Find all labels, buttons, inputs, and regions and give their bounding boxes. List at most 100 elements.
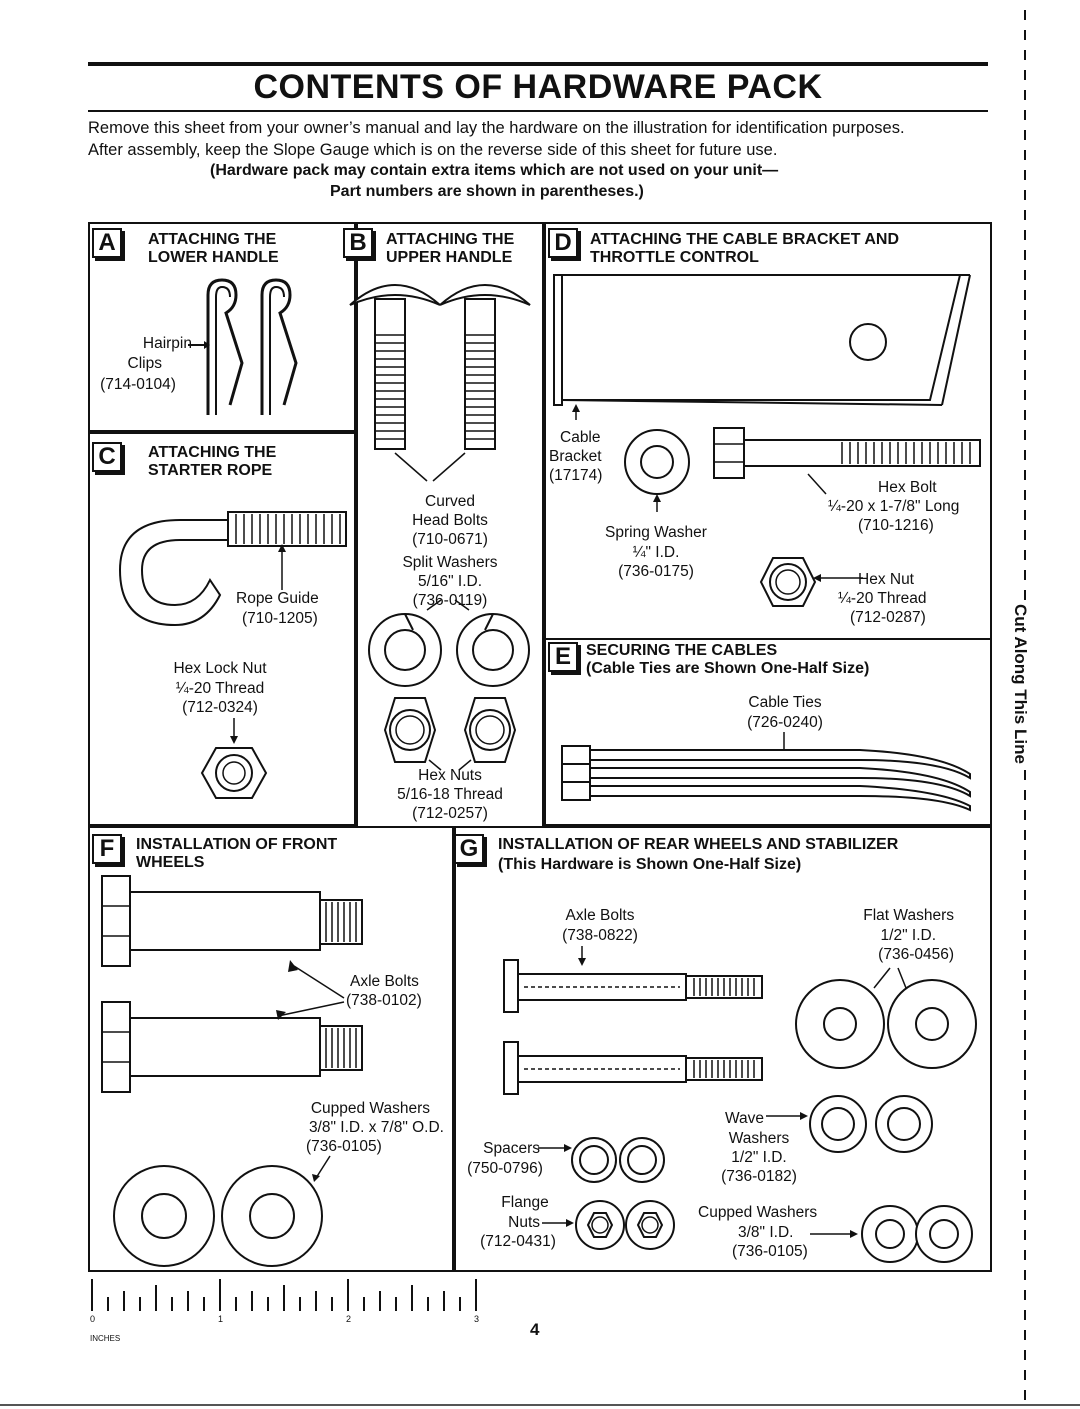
ruler-mark-1: 1 [218,1314,224,1324]
rear-cupped-washer-part-number: (736-0105) [732,1243,808,1260]
cable-ties-label: Cable Ties [748,694,822,711]
hex-nut-label: Hex Nuts [418,767,482,784]
cupped-washer-label-2: 3/8" I.D. x 7/8" O.D. [308,1119,444,1136]
cable-bracket-illustration [553,274,971,420]
cable-ties-part-number: (726-0240) [747,714,823,731]
section-f [88,826,454,1272]
curved-head-bolts-illustration [349,284,531,482]
front-axle-bolt-label: Axle Bolts [350,973,419,990]
ruler-mark-3: 3 [474,1314,480,1324]
split-washer-part-number: (736-0119) [412,592,488,609]
rear-axle-bolt-part-number: (738-0822) [562,927,638,944]
section-e-heading: SECURING THE CABLES [586,642,778,659]
hairpin-label: Hairpin [142,335,192,352]
intro-note-1: (Hardware pack may contain extra items w… [210,162,779,179]
section-f-letter: F [92,834,122,864]
hex-nut-d-label: Hex Nut [858,571,914,588]
hex-bolt-label-2: ¼-20 x 1-7/8" Long [828,498,960,515]
hex-nuts-illustration [383,697,517,771]
hex-lock-nut-label: Hex Lock Nut [173,660,267,677]
cable-bracket-part-number: (17174) [549,467,603,484]
ruler-mark-2: 2 [346,1314,352,1324]
rear-cupped-washer-label: Cupped Washers [698,1204,818,1221]
rope-guide-illustration [118,511,347,627]
cupped-washer-label: Cupped Washers [310,1100,430,1117]
section-e-heading-2: (Cable Ties are Shown One-Half Size) [586,660,870,677]
section-c-heading-2: STARTER ROPE [148,462,273,479]
front-axle-bolt-part-number: (738-0102) [346,992,422,1009]
section-c [88,432,356,826]
rope-guide-part-number: (710-1205) [242,610,318,627]
split-washer-label-2: 5/16" I.D. [417,573,483,590]
section-b-heading-2: UPPER HANDLE [386,249,513,266]
section-a-heading-2: LOWER HANDLE [148,249,279,266]
page-number: 4 [530,1320,540,1339]
section-f-heading: INSTALLATION OF FRONT [136,836,338,853]
curved-bolt-label-2: Head Bolts [412,512,488,529]
section-g-heading-2: (This Hardware is Shown One-Half Size) [498,856,802,873]
page-bottom-edge [0,1404,1080,1406]
rear-cupped-washers-illustration [810,1205,973,1263]
wave-washer-part-number: (736-0182) [721,1168,797,1185]
hex-bolt-illustration [713,427,981,495]
hex-lock-nut-illustration [200,718,268,799]
spring-washer-label-2: ¼" I.D. [632,544,680,561]
flange-nut-label-2: Nuts [508,1214,540,1231]
wave-washer-label-3: 1/2" I.D. [731,1149,787,1166]
flat-washers-illustration [795,967,977,1069]
inch-ruler [91,1279,477,1311]
hairpin-clips-illustration [188,278,298,415]
section-g-letter: G [454,834,484,864]
cable-ties-illustration [561,732,971,812]
hex-lock-nut-part-number: (712-0324) [182,699,258,716]
cupped-washer-part-number: (736-0105) [306,1138,382,1155]
section-a [88,222,356,432]
section-b-letter: B [343,228,373,258]
section-b [356,222,544,826]
spacer-part-number: (750-0796) [467,1160,543,1177]
cable-bracket-label: Cable [560,429,601,446]
section-c-heading: ATTACHING THE [148,444,277,461]
hairpin-label-2: Clips [127,355,162,372]
ruler-unit: INCHES [90,1334,121,1343]
spring-washer-label: Spring Washer [605,524,707,541]
curved-bolt-part-number: (710-0671) [412,531,488,548]
intro-note-2: Part numbers are shown in parentheses.) [330,183,644,200]
split-washers-illustration [368,599,530,687]
hairpin-part-number: (714-0104) [100,376,176,393]
spacer-label: Spacers [483,1140,540,1157]
flat-washer-label-2: 1/2" I.D. [880,927,936,944]
flange-nuts-illustration [542,1200,675,1250]
section-g-heading: INSTALLATION OF REAR WHEELS AND STABILIZ… [498,836,899,853]
hex-nut-d-label-2: ¼-20 Thread [838,590,927,607]
flat-washer-part-number: (736-0456) [878,946,954,963]
section-g [454,826,992,1272]
section-e-letter: E [548,642,578,672]
hex-bolt-part-number: (710-1216) [858,517,934,534]
section-d-heading: ATTACHING THE CABLE BRACKET AND [590,231,900,248]
spring-washer-illustration [624,429,690,512]
hex-nut-label-2: 5/16-18 Thread [397,786,503,803]
rear-axle-bolts-illustration [503,946,763,1095]
split-washer-label: Split Washers [402,554,498,571]
intro-line-2: After assembly, keep the Slope Gauge whi… [88,141,778,159]
flange-nut-part-number: (712-0431) [480,1233,556,1250]
rear-axle-bolt-label: Axle Bolts [565,907,635,924]
curved-bolt-label: Curved [425,493,475,510]
wave-washer-label-2: Washers [728,1130,790,1147]
hex-nut-part-number: (712-0257) [412,805,488,822]
section-d-heading-2: THROTTLE CONTROL [590,249,759,266]
section-a-heading: ATTACHING THE [148,231,277,248]
front-cupped-washers-illustration [113,1155,331,1267]
spring-washer-part-number: (736-0175) [618,563,694,580]
section-e [544,638,992,826]
hex-lock-nut-label-2: ¼-20 Thread [175,680,265,697]
front-axle-bolts-illustration [101,875,363,1093]
cable-bracket-label-2: Bracket [549,448,602,465]
section-f-heading-2: WHEELS [136,854,205,871]
section-d-letter: D [548,228,578,258]
cut-line-label: Cut Along This Line [1010,600,1030,768]
hex-nut-d-illustration [759,557,863,607]
intro-line-1: Remove this sheet from your owner’s manu… [88,119,905,137]
wave-washer-label: Wave [724,1110,764,1127]
